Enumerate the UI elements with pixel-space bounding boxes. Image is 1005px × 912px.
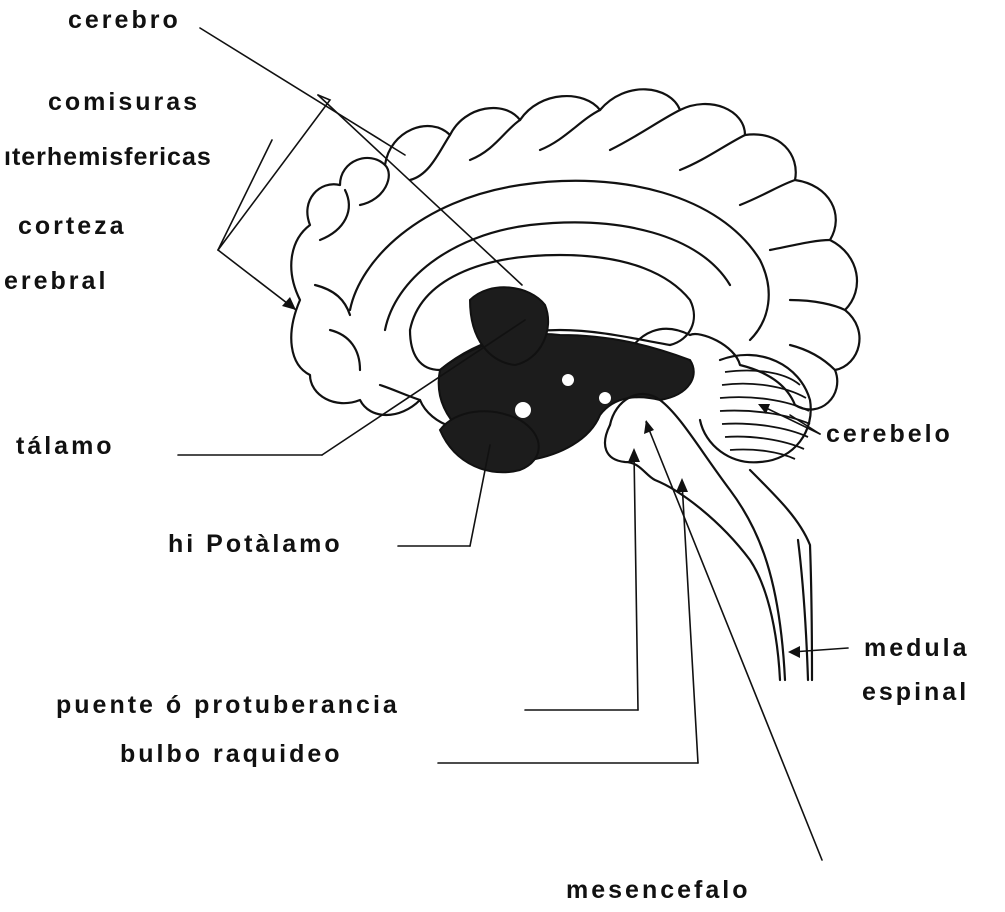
cingulate-gyrus-inner xyxy=(385,223,730,331)
gyrus-fold xyxy=(315,285,350,315)
label-bulbo: bulbo raquideo xyxy=(120,742,343,767)
label-cerebral: erebral xyxy=(4,269,108,294)
leader-line-medula xyxy=(792,648,848,652)
label-hipotalamo: hi Potàlamo xyxy=(168,532,343,557)
gyrus-fold xyxy=(330,330,360,370)
leader-line-mesencefalo xyxy=(646,422,822,860)
gyrus-fold xyxy=(680,135,745,170)
leader-line-cerebral xyxy=(218,140,272,250)
leader-line-bulbo-up xyxy=(682,482,698,763)
gyrus-fold xyxy=(540,110,600,150)
label-comisuras: comisuras xyxy=(48,90,200,115)
gyrus-fold xyxy=(320,190,349,240)
leader-line-puente-up xyxy=(634,452,638,710)
gyrus-fold xyxy=(410,135,450,180)
gyrus-fold xyxy=(360,165,389,205)
label-espinal: espinal xyxy=(862,680,969,705)
arrowhead-bulbo xyxy=(676,478,688,492)
highlight-dot xyxy=(562,374,574,386)
gyrus-fold xyxy=(770,240,830,250)
highlight-dot xyxy=(515,402,531,418)
label-mesencefalo: mesencefalo xyxy=(566,878,750,903)
gyrus-fold xyxy=(610,110,680,150)
gyrus-fold xyxy=(380,385,420,400)
gyrus-fold xyxy=(740,180,795,205)
spinal-cord-left xyxy=(798,540,808,680)
cingulate-gyrus xyxy=(350,181,769,340)
leader-bracket-commissures xyxy=(218,95,330,250)
label-cerebelo: cerebelo xyxy=(826,422,953,447)
arrowhead-puente xyxy=(628,448,640,462)
gyrus-fold xyxy=(470,120,520,160)
label-talamo: tálamo xyxy=(16,434,115,459)
gyrus-fold xyxy=(790,300,845,310)
leader-line-corteza xyxy=(218,250,296,310)
arrowhead-medula xyxy=(788,646,800,658)
label-interhemisfericas: ıterhemisfericas xyxy=(4,145,212,170)
label-medula: medula xyxy=(864,636,970,661)
cerebellum-folia xyxy=(720,371,810,459)
label-cerebro: cerebro xyxy=(68,8,181,33)
arrowhead-corteza xyxy=(282,297,296,310)
gyrus-fold xyxy=(790,345,835,370)
label-puente: puente ó protuberancia xyxy=(56,693,400,718)
label-corteza: corteza xyxy=(18,214,127,239)
highlight-dot xyxy=(599,392,611,404)
